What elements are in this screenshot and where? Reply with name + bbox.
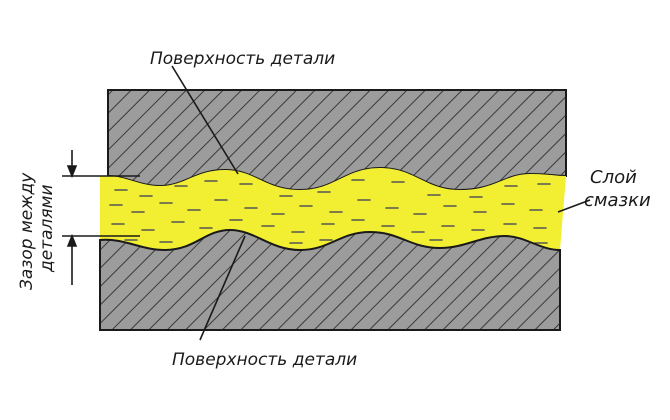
bottom-surface-label: Поверхность детали [172,350,357,370]
gap-label-line2: деталями [37,185,57,274]
gap-label-line1: Зазор между [17,172,37,290]
lubricant-label-line2: смазки [584,190,651,211]
lubricant-dashes [109,179,551,244]
top-part [107,89,567,192]
leader-lines [171,65,591,341]
lubricant-layer [100,168,566,250]
lubricant-label-line1: Слой [590,167,637,188]
gap-dimension [62,150,140,285]
top-surface-label: Поверхность детали [150,49,335,69]
